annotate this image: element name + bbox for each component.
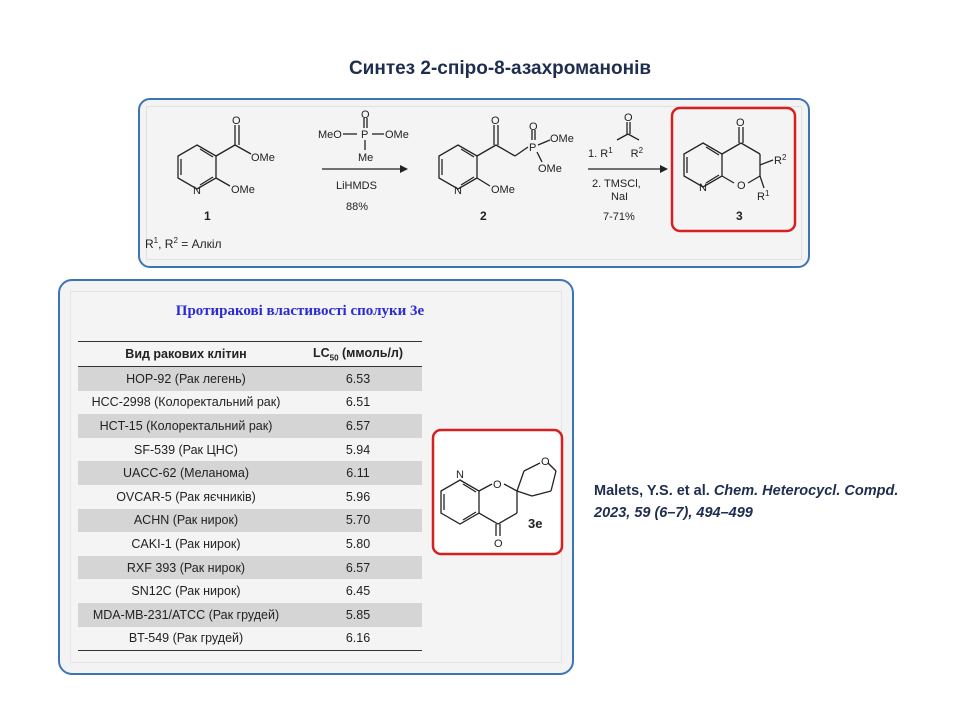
cell-line: HCC-2998 (Колоректальний рак) [91, 395, 281, 410]
table-row: OVCAR-5 (Рак яєчників) 5.96 [78, 485, 422, 509]
step2-o: O [624, 112, 633, 124]
reagent-base: LiHMDS [336, 180, 377, 192]
lc50-value: 6.53 [294, 366, 422, 391]
lc50-value: 6.57 [294, 555, 422, 580]
reagent-yield: 88% [346, 201, 368, 213]
cell-line: BT-549 (Рак грудей) [78, 626, 294, 652]
table-row: HCT-15 (Колоректальний рак)6.57 [78, 414, 422, 438]
c3-r1: R1 [757, 189, 770, 203]
cell-line: OVCAR-5 (Рак яєчників) [116, 489, 256, 504]
lc50-value: 5.70 [294, 508, 422, 533]
reagent-me: Me [358, 152, 373, 164]
c2-p-o: O [529, 121, 538, 133]
reagent-o: O [361, 109, 370, 121]
c3e-ring-o: O [493, 479, 502, 491]
cell-line: CAKI-1 (Рак нирок) [131, 536, 241, 551]
table-header-row: Вид ракових клітин LC50 (ммоль/л) [78, 341, 422, 367]
table-row: SN12C (Рак нирок) 6.45 [78, 579, 422, 603]
cell-line: ACHN (Рак нирок) [78, 508, 294, 533]
cell-line: HOP-92 (Рак легень) [78, 366, 294, 391]
step2-line2: 2. TMSCl, [592, 178, 641, 190]
table-row: HCC-2998 (Колоректальний рак) 6.51 [78, 391, 422, 415]
cell-line: RXF 393 (Рак нирок) [78, 555, 294, 580]
c3-ring-n: N [699, 182, 707, 194]
table-row: CAKI-1 (Рак нирок) 5.80 [78, 532, 422, 556]
compound-1-number: 1 [204, 209, 211, 223]
activity-table: Вид ракових клітин LC50 (ммоль/л) HOP-92… [78, 341, 422, 652]
slide-title: Синтез 2-спіро-8-азахроманонів [348, 58, 652, 79]
c1-ring-n: N [193, 185, 201, 197]
substituent-note: R1, R2 = Алкіл [145, 236, 222, 251]
reagent-meo: MeO [318, 129, 342, 141]
c3e-pyran-o: O [541, 456, 550, 468]
lc50-value: 5.80 [345, 536, 371, 551]
c1-carbonyl-o: O [232, 115, 241, 127]
table-row: RXF 393 (Рак нирок)6.57 [78, 555, 422, 580]
c3e-ketone-o: O [494, 538, 503, 550]
reference-details: 2023, 59 (6–7), 494–499 [594, 505, 753, 521]
table-row: MDA-MB-231/ATCC (Рак грудей)5.85 [78, 602, 422, 627]
compound-3-number: 3 [736, 209, 743, 223]
cell-line: SN12C (Рак нирок) [131, 584, 241, 599]
table-row: SF-539 (Рак ЦНС) 5.94 [78, 438, 422, 462]
c1-ome: OMe [231, 184, 255, 196]
cell-line: SF-539 (Рак ЦНС) [134, 442, 238, 457]
compound-3e-label: 3e [528, 516, 542, 531]
c2-ome-bottom: OMe [538, 163, 562, 175]
table-row: BT-549 (Рак грудей)6.16 [78, 626, 422, 652]
product-3-highlight [670, 106, 797, 233]
header-lc50: LC50 (ммоль/л) [294, 341, 422, 367]
compound-3e-highlight [431, 428, 564, 556]
step2-yield: 7-71% [603, 211, 635, 223]
c1-ester-ome: OMe [251, 152, 275, 164]
cell-line: MDA-MB-231/ATCC (Рак грудей) [78, 602, 294, 627]
reagent-p: P [361, 129, 368, 141]
lc50-value: 6.11 [294, 461, 422, 485]
table-title: Протиракові властивості сполуки 3e [175, 303, 425, 319]
reference-journal: Chem. Heterocycl. Compd. [713, 483, 899, 499]
table-row: UACC-62 (Меланома)6.11 [78, 461, 422, 485]
reaction-scheme-panel [138, 98, 810, 268]
reference-authors: Malets, Y.S. et al. [594, 483, 710, 499]
compound-2-number: 2 [480, 209, 487, 223]
c3-r2: R2 [774, 153, 787, 167]
table-row: HOP-92 (Рак легень)6.53 [78, 366, 422, 391]
lc50-value: 5.96 [345, 489, 371, 504]
c3e-n: N [456, 469, 464, 481]
c2-ome-top: OMe [550, 133, 574, 145]
c3-o: O [736, 117, 745, 129]
c2-ketone-o: O [491, 115, 500, 127]
lc50-value: 5.94 [345, 442, 371, 457]
cell-line: HCT-15 (Колоректальний рак) [78, 414, 294, 438]
reaction-scheme-inner [146, 106, 802, 260]
reference: Malets, Y.S. et al. Chem. Heterocycl. Co… [594, 480, 954, 524]
lc50-value: 6.57 [294, 414, 422, 438]
lc50-value: 5.85 [294, 602, 422, 627]
lc50-value: 6.51 [345, 395, 371, 410]
c3-ring-o: O [737, 180, 746, 192]
c2-ring-n: N [454, 185, 462, 197]
lc50-value: 6.45 [345, 584, 371, 599]
table-row: ACHN (Рак нирок)5.70 [78, 508, 422, 533]
reagent-ome: OMe [385, 129, 409, 141]
step2-line3: NaI [611, 191, 628, 203]
cell-line: UACC-62 (Меланома) [78, 461, 294, 485]
reaction-scheme: O OMe N OMe 1 O MeO P OMe Me LiHMDS 88% … [145, 106, 797, 251]
c2-ring-ome: OMe [491, 184, 515, 196]
lc50-value: 6.16 [294, 626, 422, 652]
c2-p: P [529, 142, 536, 154]
header-cell-line: Вид ракових клітин [78, 341, 294, 367]
